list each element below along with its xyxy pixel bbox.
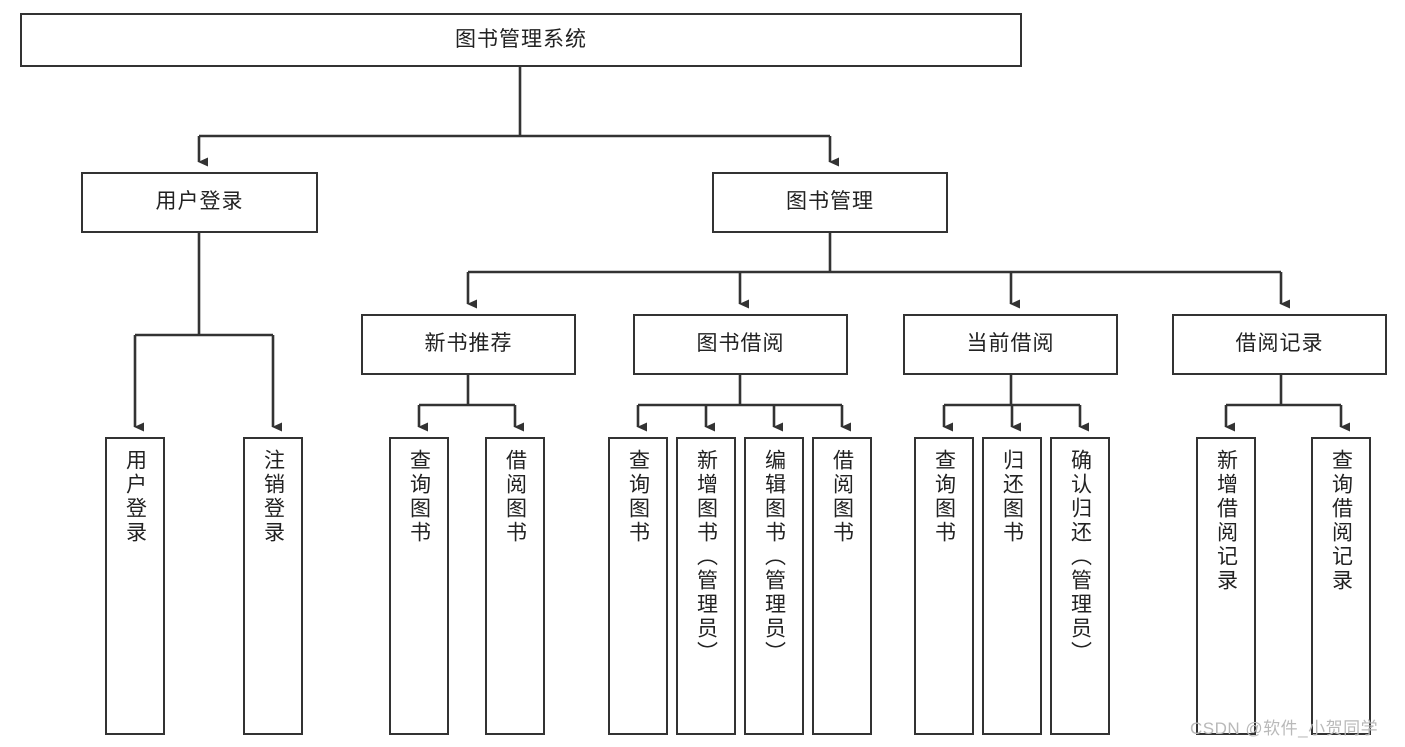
node-current-borrow[interactable]: 当前借阅 xyxy=(903,314,1118,375)
node-label: 图书管理 xyxy=(786,190,874,214)
node-leaf-user-login[interactable]: 用户登录 xyxy=(105,437,165,735)
node-label: 查询借阅记录 xyxy=(1329,449,1353,593)
node-leaf-add-borrow-record[interactable]: 新增借阅记录 xyxy=(1196,437,1256,735)
node-label: 查询图书 xyxy=(407,449,431,545)
node-label: 用户登录 xyxy=(123,449,147,545)
node-leaf-confirm-return-admin[interactable]: 确认归还（管理员） xyxy=(1050,437,1110,735)
node-user-login[interactable]: 用户登录 xyxy=(81,172,318,233)
csdn-watermark: CSDN @软件_小贺同学 xyxy=(1190,719,1379,738)
node-label: 查询图书 xyxy=(626,449,650,545)
node-leaf-return-book[interactable]: 归还图书 xyxy=(982,437,1042,735)
node-label: 用户登录 xyxy=(155,190,244,214)
node-root-system[interactable]: 图书管理系统 xyxy=(20,13,1022,67)
node-leaf-edit-book-admin[interactable]: 编辑图书（管理员） xyxy=(744,437,804,735)
node-book-manage[interactable]: 图书管理 xyxy=(712,172,948,233)
node-label: 借阅图书 xyxy=(503,449,527,545)
node-leaf-query-book-rec[interactable]: 查询图书 xyxy=(389,437,449,735)
node-label: 新增图书（管理员） xyxy=(694,449,718,665)
node-label: 新书推荐 xyxy=(424,332,513,356)
node-label: 查询图书 xyxy=(932,449,956,545)
node-leaf-borrow-book-rec[interactable]: 借阅图书 xyxy=(485,437,545,735)
node-label: 编辑图书（管理员） xyxy=(762,449,786,665)
node-leaf-query-borrow-record[interactable]: 查询借阅记录 xyxy=(1311,437,1371,735)
node-book-borrow[interactable]: 图书借阅 xyxy=(633,314,848,375)
node-label: 新增借阅记录 xyxy=(1214,449,1238,593)
node-label: 借阅记录 xyxy=(1235,332,1324,356)
node-leaf-borrow-book-borrow[interactable]: 借阅图书 xyxy=(812,437,872,735)
node-leaf-query-book-current[interactable]: 查询图书 xyxy=(914,437,974,735)
node-label: 确认归还（管理员） xyxy=(1068,449,1092,665)
node-label: 图书管理系统 xyxy=(455,27,587,51)
node-borrow-record[interactable]: 借阅记录 xyxy=(1172,314,1387,375)
node-label: 当前借阅 xyxy=(966,332,1055,356)
node-leaf-query-book-borrow[interactable]: 查询图书 xyxy=(608,437,668,735)
node-new-book-recommend[interactable]: 新书推荐 xyxy=(361,314,576,375)
node-leaf-user-logout[interactable]: 注销登录 xyxy=(243,437,303,735)
node-label: 图书借阅 xyxy=(696,332,785,356)
node-label: 借阅图书 xyxy=(830,449,854,545)
node-label: 注销登录 xyxy=(261,449,285,545)
node-label: 归还图书 xyxy=(1000,449,1024,545)
node-leaf-add-book-admin[interactable]: 新增图书（管理员） xyxy=(676,437,736,735)
